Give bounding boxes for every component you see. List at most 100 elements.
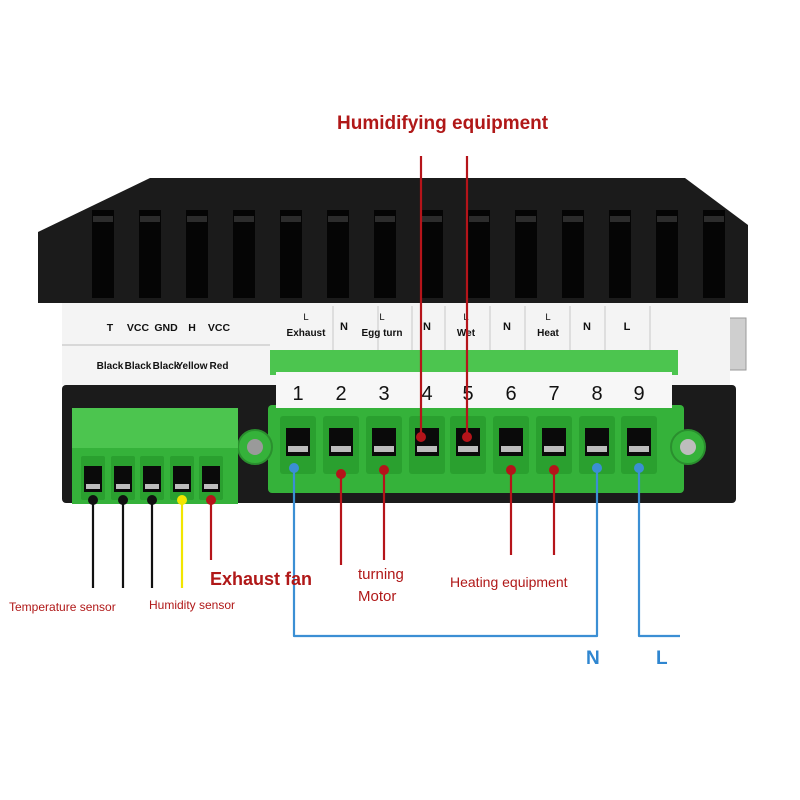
housing-fin <box>280 210 302 298</box>
humidity-sensor-label: Humidity sensor <box>149 598 236 612</box>
wire-dot <box>592 463 602 473</box>
sensor-pin-name: T <box>107 322 114 334</box>
power-label-line2: L <box>624 321 631 333</box>
housing-fin <box>421 210 443 298</box>
sensor-wire-color-name: Yellow <box>176 361 207 372</box>
housing-fin-highlight <box>516 216 536 222</box>
housing-fin <box>139 210 161 298</box>
wire-dot <box>289 463 299 473</box>
power-label-line2: N <box>503 321 511 333</box>
power-label-line2: Egg turn <box>361 328 402 339</box>
terminal-number: 2 <box>335 383 346 405</box>
housing-fin-highlight <box>422 216 442 222</box>
sensor-wire-color-name: Red <box>210 361 229 372</box>
wire-dot <box>147 495 157 505</box>
live-wire <box>637 468 680 638</box>
power-label-line2: Heat <box>537 328 559 339</box>
side-clip <box>727 317 747 371</box>
right-ear-screw-hole <box>680 439 696 455</box>
housing-fin-highlight <box>281 216 301 222</box>
housing-fin-highlight <box>469 216 489 222</box>
sensor-connector-top <box>72 408 238 452</box>
left-ear-screw-hole <box>247 439 263 455</box>
neutral-wire <box>292 468 599 638</box>
power-label-line2: N <box>583 321 591 333</box>
power-connector-ridge <box>270 350 678 375</box>
terminal-number: 9 <box>633 383 644 405</box>
sensor-connector <box>72 408 238 504</box>
terminal-number: 6 <box>505 383 516 405</box>
heating-equipment-label: Heating equipment <box>450 574 568 590</box>
wire-terminal-dots <box>88 432 644 505</box>
wire-dot <box>416 432 426 442</box>
terminal-clamp <box>501 446 521 452</box>
housing-fin <box>562 210 584 298</box>
sensor-terminal-clamp <box>175 484 189 489</box>
housing-fin <box>515 210 537 298</box>
housing-fin <box>374 210 396 298</box>
housing-fin-highlight <box>563 216 583 222</box>
sensor-terminal-clamp <box>116 484 130 489</box>
housing-fin-highlight <box>375 216 395 222</box>
wire-dot <box>506 465 516 475</box>
housing-fin <box>92 210 114 298</box>
terminal-number: 3 <box>378 383 389 405</box>
sensor-pin-name: VCC <box>208 322 231 334</box>
terminal-clamp <box>587 446 607 452</box>
terminal-clamp <box>544 446 564 452</box>
exhaust-fan-label: Exhaust fan <box>210 569 313 589</box>
label-strip-dividers <box>332 306 651 350</box>
sensor-wire-color-name: Black <box>97 361 124 372</box>
housing-fin-highlight <box>328 216 348 222</box>
humidifying-equipment-label: Humidifying equipment <box>337 113 549 134</box>
housing-fin <box>656 210 678 298</box>
terminal-clamp <box>288 446 308 452</box>
sensor-wire-color-name: Black <box>153 361 180 372</box>
terminal-number: 1 <box>292 383 303 405</box>
wire-dot <box>118 495 128 505</box>
wire-dot <box>88 495 98 505</box>
housing-fin <box>327 210 349 298</box>
housing-fin-highlight <box>704 216 724 222</box>
sensor-pin-name: VCC <box>127 322 150 334</box>
terminal-clamp <box>417 446 437 452</box>
housing-fin <box>233 210 255 298</box>
housing-fin-highlight <box>234 216 254 222</box>
wire-dot <box>177 495 187 505</box>
wires <box>91 156 680 638</box>
power-label-line1: L <box>379 312 384 323</box>
housing-fin-highlight <box>187 216 207 222</box>
sensor-terminal-clamp <box>145 484 159 489</box>
turning-motor-label-line1: turning <box>358 566 404 583</box>
wire-dot <box>462 432 472 442</box>
sensor-terminal-clamp <box>204 484 218 489</box>
housing-fin-highlight <box>140 216 160 222</box>
housing-fin-highlight <box>657 216 677 222</box>
terminal-number: 7 <box>548 383 559 405</box>
wire-dot <box>634 463 644 473</box>
housing-fin <box>703 210 725 298</box>
terminal-clamp <box>374 446 394 452</box>
wire-dot <box>336 469 346 479</box>
power-label-line2: N <box>423 321 431 333</box>
live-label: L <box>656 648 668 669</box>
sensor-wire-color-name: Black <box>125 361 152 372</box>
terminal-number: 8 <box>591 383 602 405</box>
sensor-pin-name: H <box>188 322 196 334</box>
housing-fin <box>609 210 631 298</box>
terminal-clamp <box>458 446 478 452</box>
wire-dot <box>549 465 559 475</box>
terminal-number-plate <box>276 372 672 408</box>
housing-fin <box>186 210 208 298</box>
wire-dot <box>206 495 216 505</box>
power-label-line1: L <box>545 312 550 323</box>
terminal-clamp <box>629 446 649 452</box>
neutral-label: N <box>586 648 600 669</box>
power-label-line2: N <box>340 321 348 333</box>
housing-fin-highlight <box>610 216 630 222</box>
housing-fin-highlight <box>93 216 113 222</box>
